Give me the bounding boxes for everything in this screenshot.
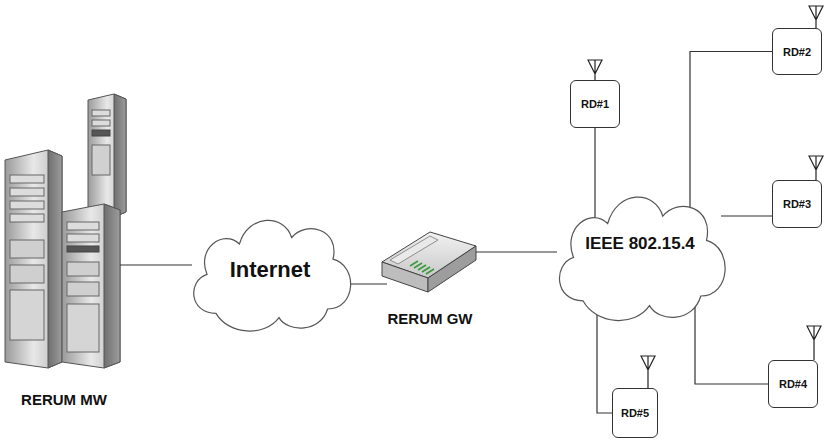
device-box: RD#2 <box>772 28 822 75</box>
server-tower <box>5 150 62 368</box>
network-cloud: Internet <box>180 205 360 335</box>
box-label: RD#5 <box>621 407 649 419</box>
device-box: RD#1 <box>570 80 620 128</box>
box-label: RD#4 <box>779 378 807 390</box>
box-label: RD#1 <box>581 98 609 110</box>
network-cloud: IEEE 802.15.4 <box>545 180 735 325</box>
device-box: RD#3 <box>772 180 822 228</box>
connector-line <box>348 284 387 285</box>
device-label: RERUM MW <box>21 391 107 408</box>
connector-line <box>690 52 772 211</box>
cloud-label: Internet <box>230 257 311 283</box>
server-tower <box>62 204 120 368</box>
connector-path <box>120 264 192 265</box>
connector-path <box>594 128 595 220</box>
box-label: RD#3 <box>783 198 811 210</box>
connector-path <box>721 215 772 216</box>
connector-path <box>348 283 387 284</box>
device-box: RD#5 <box>612 388 658 438</box>
cloud-label: IEEE 802.15.4 <box>585 234 695 254</box>
gateway-device: RERUM GW <box>375 215 485 327</box>
connector-path <box>695 295 768 384</box>
server-tower <box>88 94 126 217</box>
connector-path <box>476 251 557 252</box>
connector-path <box>690 52 772 211</box>
box-label: RD#2 <box>783 46 811 58</box>
device-label: RERUM GW <box>388 310 473 327</box>
server-group: RERUM MW <box>5 90 123 408</box>
connector-line <box>120 265 192 266</box>
connector-line <box>721 216 772 217</box>
connector-line <box>595 128 596 220</box>
router-icon <box>382 232 476 292</box>
antenna-symbol <box>588 6 823 388</box>
connector-line <box>695 295 768 384</box>
device-box: RD#4 <box>768 360 818 408</box>
connector-line <box>476 252 557 253</box>
